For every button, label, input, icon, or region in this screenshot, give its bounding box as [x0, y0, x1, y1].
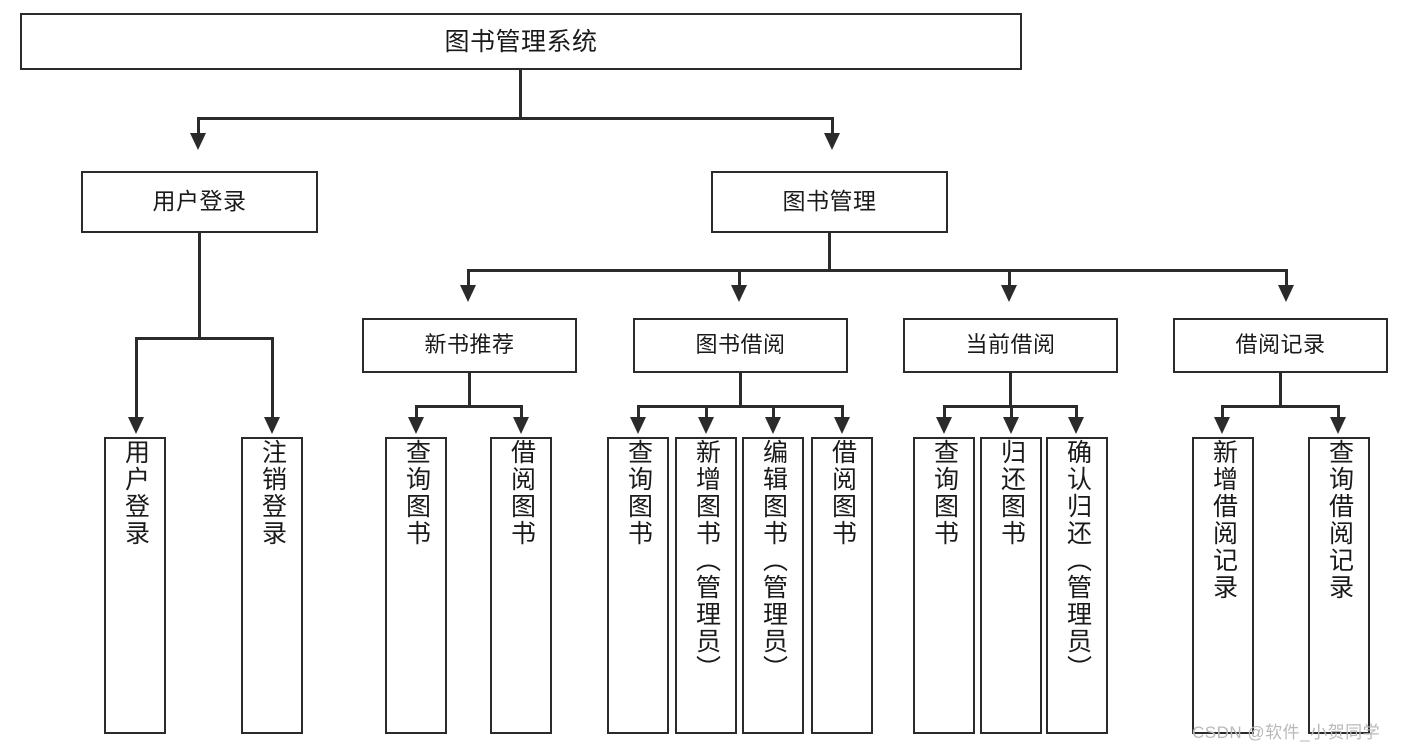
connector-drop-leaf-bb-3	[841, 405, 844, 419]
node-label: 用户登录	[152, 188, 247, 215]
arrowhead-leaf-nbr-1	[513, 417, 529, 434]
connector-new-book-recommend-stem	[468, 373, 471, 405]
connector-drop-leaf-nbr-0	[415, 405, 418, 419]
connector-drop-book-management	[831, 117, 834, 135]
connector-drop-leaf-br-0	[1221, 405, 1224, 419]
arrowhead-borrow-record	[1278, 285, 1294, 302]
leaf-node-query-book-cb[interactable]: 查询图书	[913, 437, 975, 734]
leaf-node-add-book-admin[interactable]: 新增图书（管理员）	[675, 437, 737, 734]
arrowhead-leaf-cb-0	[936, 417, 952, 434]
node-root-book-management-system[interactable]: 图书管理系统	[20, 13, 1022, 70]
arrowhead-leaf-br-1	[1330, 417, 1346, 434]
connector-book-borrow-bus	[637, 405, 844, 408]
leaf-node-logout[interactable]: 注销登录	[241, 437, 303, 734]
arrowhead-user-login	[190, 133, 206, 150]
connector-root-stem	[519, 70, 522, 117]
connector-new-book-recommend-bus	[415, 405, 523, 408]
connector-level2-bus	[467, 269, 1288, 272]
node-label: 查询图书	[402, 439, 431, 547]
connector-book-borrow-stem	[739, 373, 742, 405]
node-label: 图书管理系统	[444, 27, 598, 56]
arrowhead-new-book-recommend	[460, 285, 476, 302]
leaf-node-query-borrow-record[interactable]: 查询借阅记录	[1308, 437, 1370, 734]
node-label: 借阅记录	[1235, 332, 1326, 358]
node-label: 用户登录	[121, 439, 150, 547]
arrowhead-current-borrow	[1001, 285, 1017, 302]
connector-current-borrow-stem	[1009, 373, 1012, 405]
csdn-watermark: CSDN @软件_小贺同学	[1192, 723, 1381, 742]
arrowhead-leaf-nbr-0	[408, 417, 424, 434]
leaf-node-borrow-book-nbr[interactable]: 借阅图书	[490, 437, 552, 734]
node-current-borrow[interactable]: 当前借阅	[903, 318, 1118, 373]
connector-drop-user-login	[197, 117, 200, 135]
connector-drop-leaf-cb-2	[1075, 405, 1078, 419]
leaf-node-confirm-return-admin[interactable]: 确认归还（管理员）	[1046, 437, 1108, 734]
node-label: 新增图书（管理员）	[692, 439, 721, 682]
node-label: 新增借阅记录	[1209, 439, 1238, 601]
arrowhead-leaf-user-login-1	[264, 417, 280, 434]
node-borrow-record[interactable]: 借阅记录	[1173, 318, 1388, 373]
arrowhead-leaf-br-0	[1214, 417, 1230, 434]
connector-drop-new-book-recommend	[467, 269, 470, 287]
arrowhead-leaf-user-login-0	[128, 417, 144, 434]
node-label: 查询图书	[624, 439, 653, 547]
connector-drop-leaf-bb-1	[705, 405, 708, 419]
node-label: 注销登录	[258, 439, 287, 547]
node-label: 图书借阅	[695, 332, 786, 358]
arrowhead-leaf-bb-1	[698, 417, 714, 434]
arrowhead-leaf-bb-2	[765, 417, 781, 434]
node-label: 查询图书	[930, 439, 959, 547]
arrowhead-leaf-bb-3	[834, 417, 850, 434]
leaf-node-query-book-nbr[interactable]: 查询图书	[385, 437, 447, 734]
connector-drop-borrow-record	[1285, 269, 1288, 287]
node-label: 查询借阅记录	[1325, 439, 1354, 601]
node-new-book-recommend[interactable]: 新书推荐	[362, 318, 577, 373]
connector-drop-leaf-user-login-0	[135, 337, 138, 419]
leaf-node-borrow-book-bb[interactable]: 借阅图书	[811, 437, 873, 734]
connector-drop-leaf-bb-2	[772, 405, 775, 419]
arrowhead-leaf-cb-1	[1003, 417, 1019, 434]
connector-drop-leaf-cb-0	[943, 405, 946, 419]
node-label: 归还图书	[997, 439, 1026, 547]
connector-drop-leaf-user-login-1	[271, 337, 274, 419]
connector-user-login-stem	[198, 233, 201, 337]
node-user-login[interactable]: 用户登录	[81, 171, 318, 233]
node-label: 借阅图书	[507, 439, 536, 547]
connector-drop-book-borrow	[738, 269, 741, 287]
arrowhead-leaf-bb-0	[630, 417, 646, 434]
leaf-node-add-borrow-record[interactable]: 新增借阅记录	[1192, 437, 1254, 734]
node-book-borrow[interactable]: 图书借阅	[633, 318, 848, 373]
connector-level1-bus	[197, 117, 834, 120]
connector-drop-leaf-nbr-1	[520, 405, 523, 419]
connector-user-login-bus	[135, 337, 274, 340]
node-label: 借阅图书	[828, 439, 857, 547]
leaf-node-user-login[interactable]: 用户登录	[104, 437, 166, 734]
connector-drop-leaf-bb-0	[637, 405, 640, 419]
arrowhead-book-management	[824, 133, 840, 150]
connector-borrow-record-stem	[1279, 373, 1282, 405]
connector-book-management-stem	[828, 233, 831, 269]
leaf-node-return-book[interactable]: 归还图书	[980, 437, 1042, 734]
node-label: 图书管理	[782, 188, 877, 215]
leaf-node-query-book-bb[interactable]: 查询图书	[607, 437, 669, 734]
connector-drop-leaf-cb-1	[1010, 405, 1013, 419]
arrowhead-leaf-cb-2	[1068, 417, 1084, 434]
connector-borrow-record-bus	[1221, 405, 1340, 408]
leaf-node-edit-book-admin[interactable]: 编辑图书（管理员）	[742, 437, 804, 734]
node-label: 编辑图书（管理员）	[759, 439, 788, 682]
connector-drop-current-borrow	[1008, 269, 1011, 287]
node-label: 新书推荐	[424, 332, 515, 358]
node-book-management[interactable]: 图书管理	[711, 171, 948, 233]
node-label: 当前借阅	[965, 332, 1056, 358]
arrowhead-book-borrow	[731, 285, 747, 302]
node-label: 确认归还（管理员）	[1063, 439, 1092, 682]
connector-drop-leaf-br-1	[1337, 405, 1340, 419]
